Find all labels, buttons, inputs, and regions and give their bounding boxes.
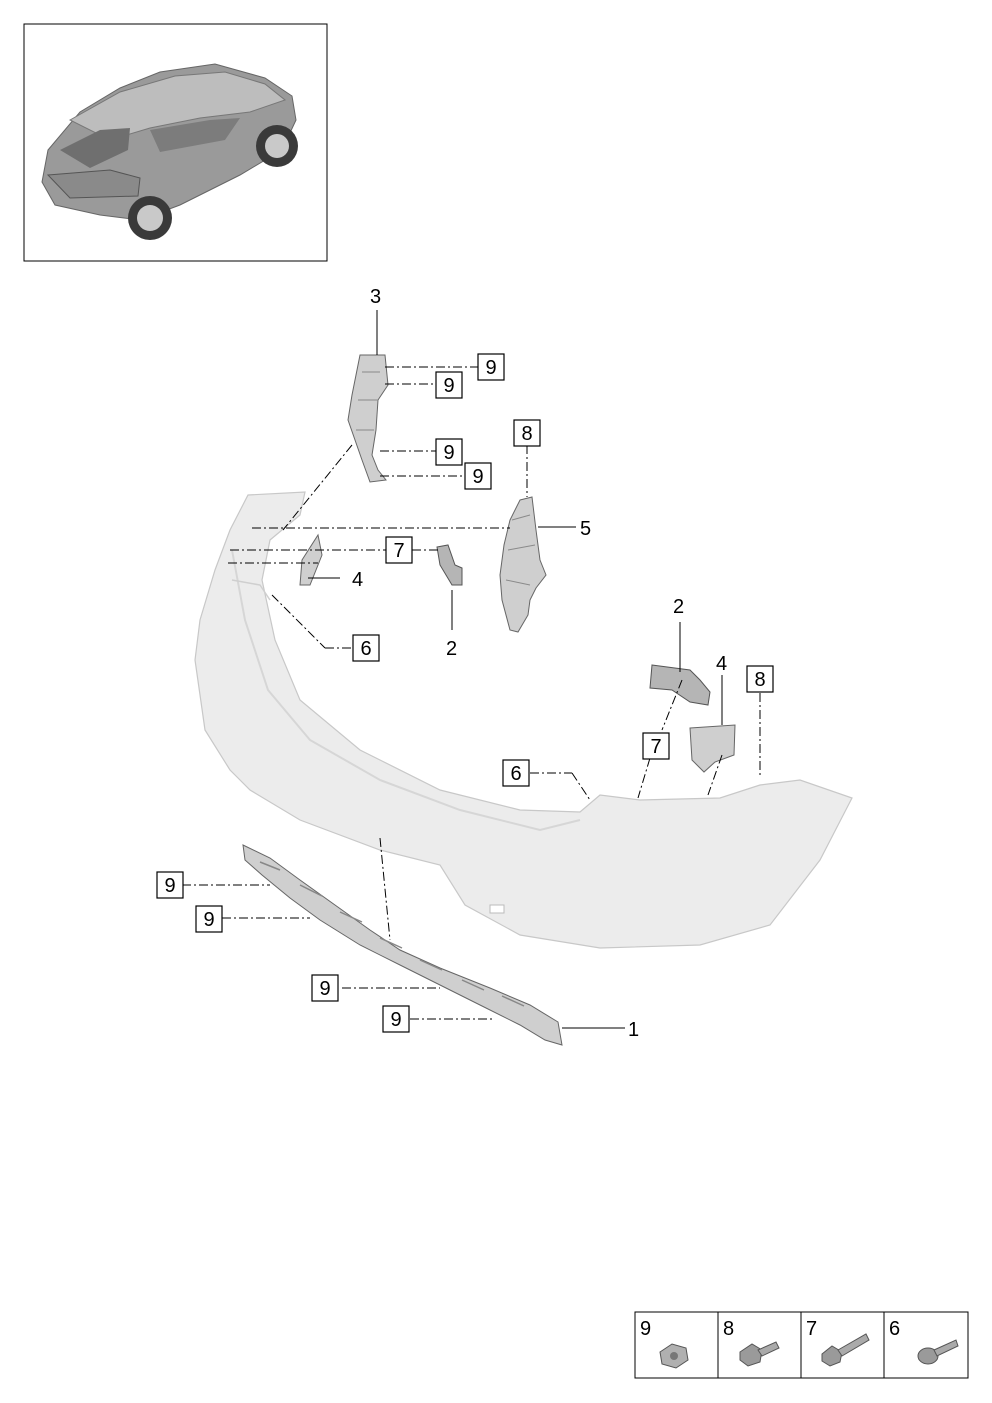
boxed-ref-8-right: 8: [746, 665, 774, 693]
boxed-ref-9-f: 9: [195, 905, 223, 933]
legend-num-7: 7: [806, 1318, 817, 1340]
callout-part-5: 5: [580, 518, 591, 540]
svg-text:8: 8: [521, 423, 532, 445]
boxed-ref-9-d: 9: [464, 462, 492, 490]
boxed-ref-9-e: 9: [156, 871, 184, 899]
boxed-ref-9-h: 9: [382, 1005, 410, 1033]
boxed-ref-7-top: 7: [385, 536, 413, 564]
boxed-ref-7-right: 7: [642, 732, 670, 760]
bolt-icon: [821, 1333, 870, 1367]
callout-part-2-right: 2: [673, 596, 684, 618]
bracket-part-5: [499, 496, 547, 633]
screw-icon: [739, 1341, 780, 1367]
boxed-ref-9-a: 9: [477, 353, 505, 381]
seal-part-4-right: [689, 724, 736, 773]
seal-part-4-left: [299, 533, 323, 586]
fastener-legend: 9 8 7 6: [634, 1311, 969, 1379]
svg-text:9: 9: [203, 909, 214, 931]
callout-part-3: 3: [370, 286, 381, 308]
boxed-ref-9-c: 9: [435, 438, 463, 466]
svg-text:9: 9: [390, 1009, 401, 1031]
legend-num-6: 6: [889, 1318, 900, 1340]
svg-text:6: 6: [510, 763, 521, 785]
rear-bumper-cover: [194, 491, 853, 949]
nut-icon: [659, 1343, 689, 1369]
strip-part-1: [242, 844, 563, 1046]
legend-num-8: 8: [723, 1318, 734, 1340]
sensor-part-2-left: [436, 544, 463, 586]
callout-part-4-right: 4: [716, 653, 727, 675]
boxed-ref-6-left: 6: [352, 634, 380, 662]
svg-text:6: 6: [360, 638, 371, 660]
flat-screw-icon: [917, 1339, 959, 1365]
leader-lines: [182, 310, 761, 1029]
boxed-ref-9-g: 9: [311, 974, 339, 1002]
svg-text:9: 9: [485, 357, 496, 379]
callout-part-4-left: 4: [352, 569, 363, 591]
car-icon: [41, 63, 298, 240]
boxed-ref-6-right: 6: [502, 759, 530, 787]
svg-text:7: 7: [393, 540, 404, 562]
callout-part-2-left: 2: [446, 638, 457, 660]
svg-text:9: 9: [472, 466, 483, 488]
vehicle-thumbnail: [23, 23, 328, 262]
bracket-part-3: [347, 354, 389, 483]
callout-part-1: 1: [628, 1019, 639, 1041]
svg-text:9: 9: [443, 442, 454, 464]
boxed-ref-9-b: 9: [435, 371, 463, 399]
boxed-ref-8-top: 8: [513, 419, 541, 447]
svg-text:7: 7: [650, 736, 661, 758]
svg-text:8: 8: [754, 669, 765, 691]
svg-text:9: 9: [164, 875, 175, 897]
svg-text:9: 9: [443, 375, 454, 397]
svg-text:9: 9: [319, 978, 330, 1000]
legend-num-9: 9: [640, 1318, 651, 1340]
